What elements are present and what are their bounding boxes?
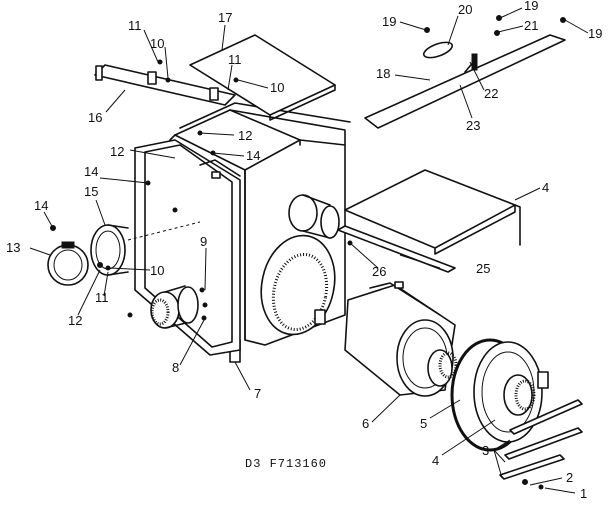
callout-11-top: 11 <box>128 18 142 33</box>
callout-15: 15 <box>84 184 98 199</box>
callout-12-panel: 12 <box>110 144 124 159</box>
callout-4-pulley: 4 <box>432 453 439 468</box>
callout-22: 22 <box>484 86 498 101</box>
callout-labels: 1 2 3 4 4 5 6 7 8 9 10 10 10 11 11 11 12… <box>6 0 602 501</box>
callout-9: 9 <box>200 234 207 249</box>
callout-10-lower: 10 <box>150 263 164 278</box>
callout-13: 13 <box>6 240 20 255</box>
callout-7: 7 <box>254 386 261 401</box>
callout-20: 20 <box>458 2 472 17</box>
callout-14-clamp: 14 <box>34 198 48 213</box>
callout-5: 5 <box>420 416 427 431</box>
callout-17: 17 <box>218 10 232 25</box>
callout-10-cover: 10 <box>270 80 284 95</box>
top-cover <box>189 34 336 121</box>
callout-3: 3 <box>482 443 489 458</box>
callout-18: 18 <box>376 66 390 81</box>
callout-8: 8 <box>172 360 179 375</box>
callout-4-side-panel: 4 <box>542 180 549 195</box>
hardware-dots <box>50 15 566 490</box>
callout-14-top: 14 <box>246 148 260 163</box>
callout-23: 23 <box>466 118 480 133</box>
callout-11-lower: 11 <box>95 290 109 305</box>
mounting-strip <box>337 225 456 273</box>
callout-19-right: 19 <box>588 26 602 41</box>
gasket-and-pulley <box>450 338 549 452</box>
hose-clamp <box>47 241 89 286</box>
callout-6: 6 <box>362 416 369 431</box>
callout-21: 21 <box>524 18 538 33</box>
callout-19-left: 19 <box>382 14 396 29</box>
top-bracket <box>94 64 236 106</box>
side-panel <box>344 169 521 255</box>
callout-16: 16 <box>88 110 102 125</box>
reference-code: D3 F713160 <box>245 457 327 471</box>
blade-assembly <box>364 34 566 129</box>
callout-19-mid: 19 <box>524 0 538 13</box>
front-panel <box>134 139 241 356</box>
callout-1: 1 <box>580 486 587 501</box>
motor <box>344 281 458 397</box>
callout-2: 2 <box>566 470 573 485</box>
rails <box>499 399 583 480</box>
callout-14-panel: 14 <box>84 164 98 179</box>
leader-lines <box>29 7 589 494</box>
callout-11-cover: 11 <box>228 52 242 67</box>
callout-12-top: 12 <box>238 128 252 143</box>
callout-10-top: 10 <box>150 36 164 51</box>
callout-12-lower: 12 <box>68 313 82 328</box>
callout-25: 25 <box>476 261 490 276</box>
callout-26: 26 <box>372 264 386 279</box>
